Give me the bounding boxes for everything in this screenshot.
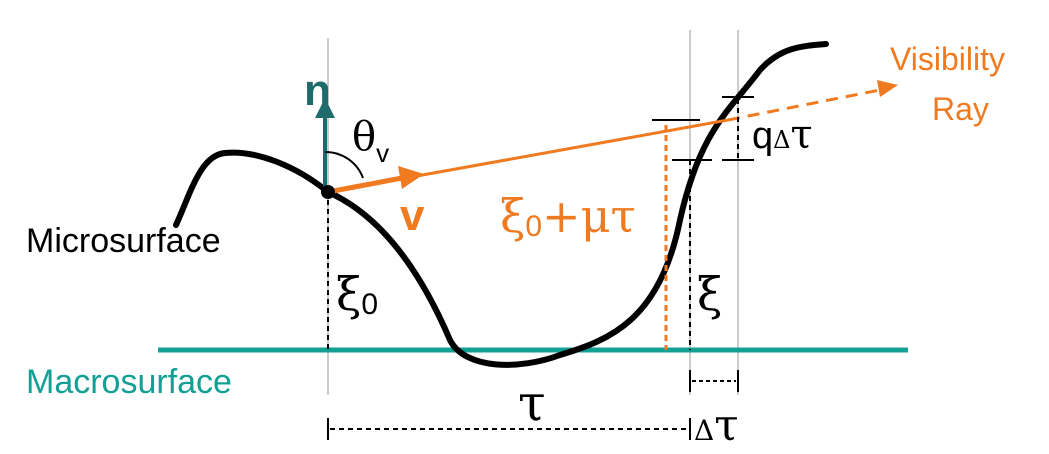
q-delta-tau-label: qΔτ (752, 112, 813, 158)
ray-height-mu-tau: μτ (581, 189, 636, 243)
delta-tau-tau: τ (714, 400, 738, 451)
ray-label: Ray (932, 91, 989, 127)
theta-angle-arc (324, 150, 364, 179)
theta-label: θv (352, 114, 389, 168)
theta-symbol: θ (352, 114, 376, 160)
xi0-subscript: 0 (361, 288, 378, 321)
visibility-label: Visibility (890, 41, 1005, 77)
tau-label: τ (518, 374, 546, 432)
xi0-label: ξ0 (336, 267, 378, 321)
origin-point (321, 185, 335, 199)
visibility-ray-arrowhead-icon (877, 80, 898, 97)
normal-arrowhead-icon (315, 98, 335, 118)
q-delta: Δ (773, 126, 790, 154)
ray-height-xi: ξ (500, 189, 525, 243)
q-letter: q (752, 115, 773, 157)
ray-height-label: ξ0+μτ (500, 189, 636, 243)
theta-subscript: v (376, 138, 389, 168)
xi-label: ξ (697, 267, 722, 321)
view-vector-arrowhead-icon (398, 166, 424, 189)
ray-height-subscript: 0 (525, 210, 542, 243)
normal-label: n (304, 66, 331, 115)
xi0-symbol: ξ (336, 267, 361, 321)
delta-tau-delta: Δ (694, 414, 714, 447)
view-vector-arrow (327, 175, 403, 195)
q-tau: τ (790, 112, 812, 158)
delta-tau-label: Δτ (694, 400, 739, 451)
visibility-ray-dashed (727, 88, 881, 122)
ray-height-plus: + (542, 189, 581, 243)
microsurface-curve (173, 41, 829, 368)
macrosurface-label: Macrosurface (26, 363, 232, 401)
view-vector-label: v (400, 191, 425, 240)
microsurface-label: Microsurface (26, 222, 221, 260)
